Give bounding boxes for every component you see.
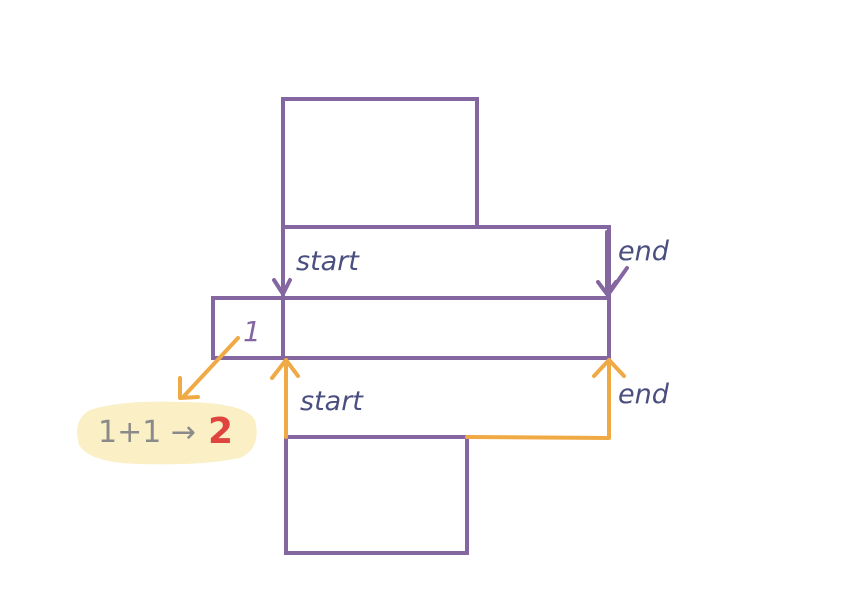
orange-outline bbox=[284, 358, 611, 440]
start-label-bottom: start bbox=[300, 386, 364, 417]
end-up-arrow-icon bbox=[592, 358, 626, 378]
note-highlight bbox=[77, 401, 257, 465]
box-top-tall bbox=[281, 97, 479, 229]
note-result: 2 bbox=[208, 411, 233, 452]
end-label-bottom: end bbox=[618, 379, 670, 410]
box-middle-wide bbox=[281, 296, 611, 360]
end-top-pointer-icon bbox=[608, 266, 629, 294]
count-arrow-icon bbox=[178, 336, 240, 400]
end-label-top: end bbox=[618, 236, 670, 267]
box-bottom-tall bbox=[284, 435, 469, 555]
orange-right-border bbox=[465, 360, 611, 440]
interval-boxes bbox=[211, 97, 611, 555]
increment-note: 1+1 → 2 bbox=[77, 401, 257, 465]
orange-arrows bbox=[178, 336, 626, 400]
note-expression: 1+1 → bbox=[98, 415, 196, 450]
text-labels: start end start end 1 bbox=[243, 236, 670, 417]
count-label: 1 bbox=[243, 315, 261, 348]
purple-arrows bbox=[272, 230, 629, 296]
start-up-arrow-icon bbox=[270, 358, 300, 380]
start-label-top: start bbox=[296, 246, 360, 277]
start-down-arrow-icon bbox=[272, 230, 292, 296]
